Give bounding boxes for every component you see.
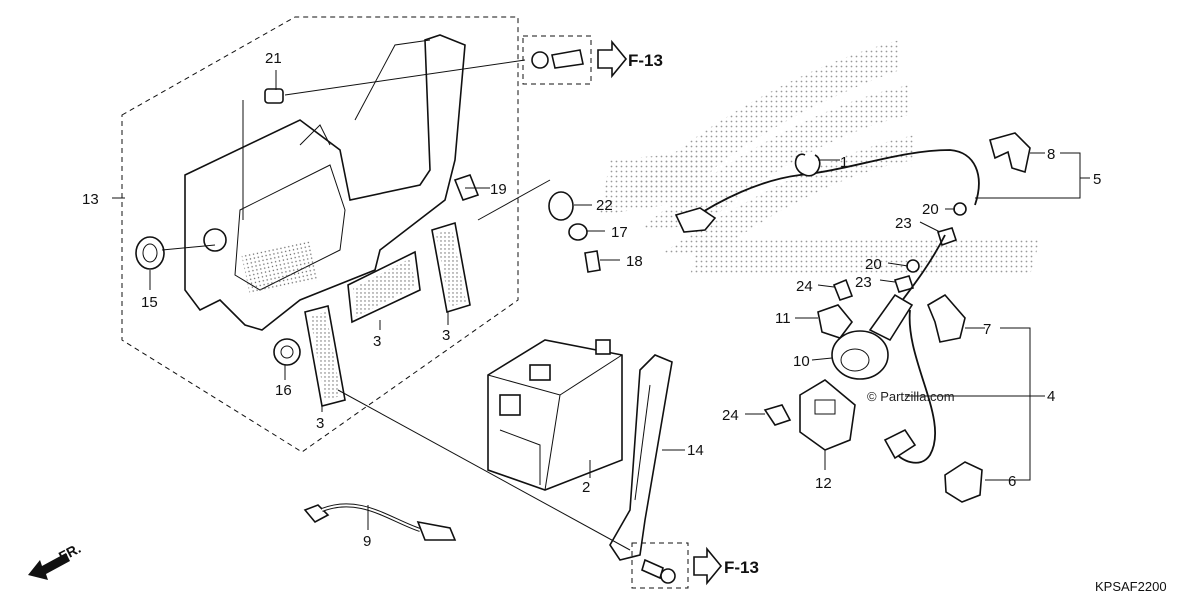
bolt-washer-top [531, 49, 584, 69]
battery-cable [303, 503, 457, 541]
label-16: 16 [275, 382, 292, 399]
pad-middle [347, 250, 421, 324]
label-19: 19 [490, 181, 507, 198]
nut-21 [264, 88, 284, 104]
label-22: 22 [596, 197, 613, 214]
ref-box-bottom [631, 542, 689, 589]
label-23-lower: 23 [855, 274, 872, 291]
terminal-cap-6 [944, 461, 983, 503]
label-3-middle: 3 [373, 333, 381, 350]
label-7: 7 [983, 321, 991, 338]
bolt-18 [584, 250, 601, 273]
leader-lines [112, 59, 1090, 551]
label-5: 5 [1093, 171, 1101, 188]
clip-24-lower [763, 404, 792, 426]
label-13: 13 [82, 191, 99, 208]
label-23-upper: 23 [895, 215, 912, 232]
label-21: 21 [265, 50, 282, 67]
label-9: 9 [363, 533, 371, 550]
label-20-lower: 20 [865, 256, 882, 273]
label-3-left: 3 [316, 415, 324, 432]
grommet-15 [135, 236, 165, 270]
label-14: 14 [687, 442, 704, 459]
label-15: 15 [141, 294, 158, 311]
arrow-top-icon [597, 39, 628, 79]
honda-logo-watermark [600, 40, 1040, 275]
terminal-cap-7 [926, 293, 966, 343]
label-6: 6 [1008, 473, 1016, 490]
arrow-bottom-icon [693, 546, 723, 586]
front-arrow-icon [28, 553, 70, 580]
grommet-22 [548, 191, 574, 221]
battery [487, 339, 623, 491]
label-24-lower: 24 [722, 407, 739, 424]
label-10: 10 [793, 353, 810, 370]
label-12: 12 [815, 475, 832, 492]
clip-24-upper [832, 278, 854, 301]
front-direction-indicator: FR. [28, 540, 83, 580]
label-20-upper: 20 [922, 201, 939, 218]
battery-box [184, 34, 466, 331]
fuse-box-12 [799, 379, 856, 451]
label-18: 18 [626, 253, 643, 270]
label-2: 2 [582, 479, 590, 496]
collar-17 [568, 223, 588, 241]
wire-harness-1 [674, 149, 980, 233]
label-17: 17 [611, 224, 628, 241]
bolt-bottom [641, 558, 676, 584]
battery-band [609, 354, 673, 561]
watermark: © Partzilla.com [867, 389, 955, 404]
reference-top: F-13 [628, 51, 663, 70]
pad-right [431, 221, 471, 314]
reference-bottom: F-13 [724, 558, 759, 577]
nut-20-upper [953, 202, 967, 216]
grommet-16 [273, 338, 301, 366]
label-11: 11 [775, 310, 791, 327]
label-1: 1 [840, 154, 848, 171]
bracket-11 [817, 304, 854, 339]
terminal-cap-8 [989, 132, 1031, 174]
nut-20-lower [906, 259, 920, 273]
assembly-box [121, 16, 519, 453]
label-3-right: 3 [442, 327, 450, 344]
label-4: 4 [1047, 388, 1055, 405]
label-24-upper: 24 [796, 278, 813, 295]
label-8: 8 [1047, 146, 1055, 163]
bolt-23-lower [893, 275, 915, 293]
pad-left [304, 305, 346, 407]
starter-relay-10 [831, 293, 914, 380]
diagram-code: KPSAF2200 [1095, 579, 1167, 594]
